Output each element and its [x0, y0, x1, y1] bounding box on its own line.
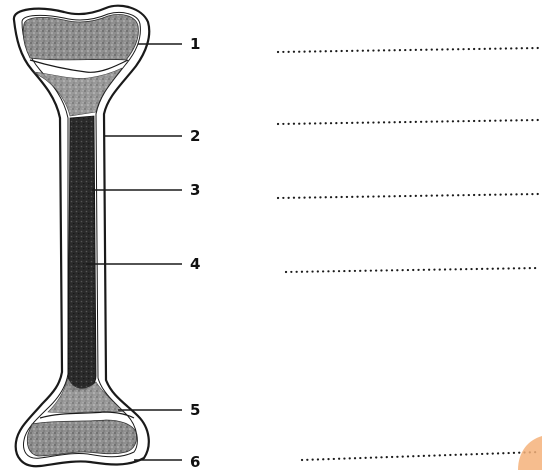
medullary-cavity: [68, 116, 96, 390]
label-6: 6: [190, 453, 200, 470]
answer-line-1[interactable]: [278, 48, 540, 52]
distal-epiphysis: [27, 420, 136, 456]
answer-line-3[interactable]: [278, 194, 540, 198]
label-3: 3: [190, 181, 200, 199]
answer-line-6[interactable]: [302, 452, 540, 460]
label-1: 1: [190, 35, 200, 53]
answer-line-4[interactable]: [286, 268, 540, 272]
label-4: 4: [190, 255, 200, 273]
label-5: 5: [190, 401, 200, 419]
label-2: 2: [190, 127, 200, 145]
answer-line-2[interactable]: [278, 120, 540, 124]
watermark-logo: [518, 436, 542, 470]
